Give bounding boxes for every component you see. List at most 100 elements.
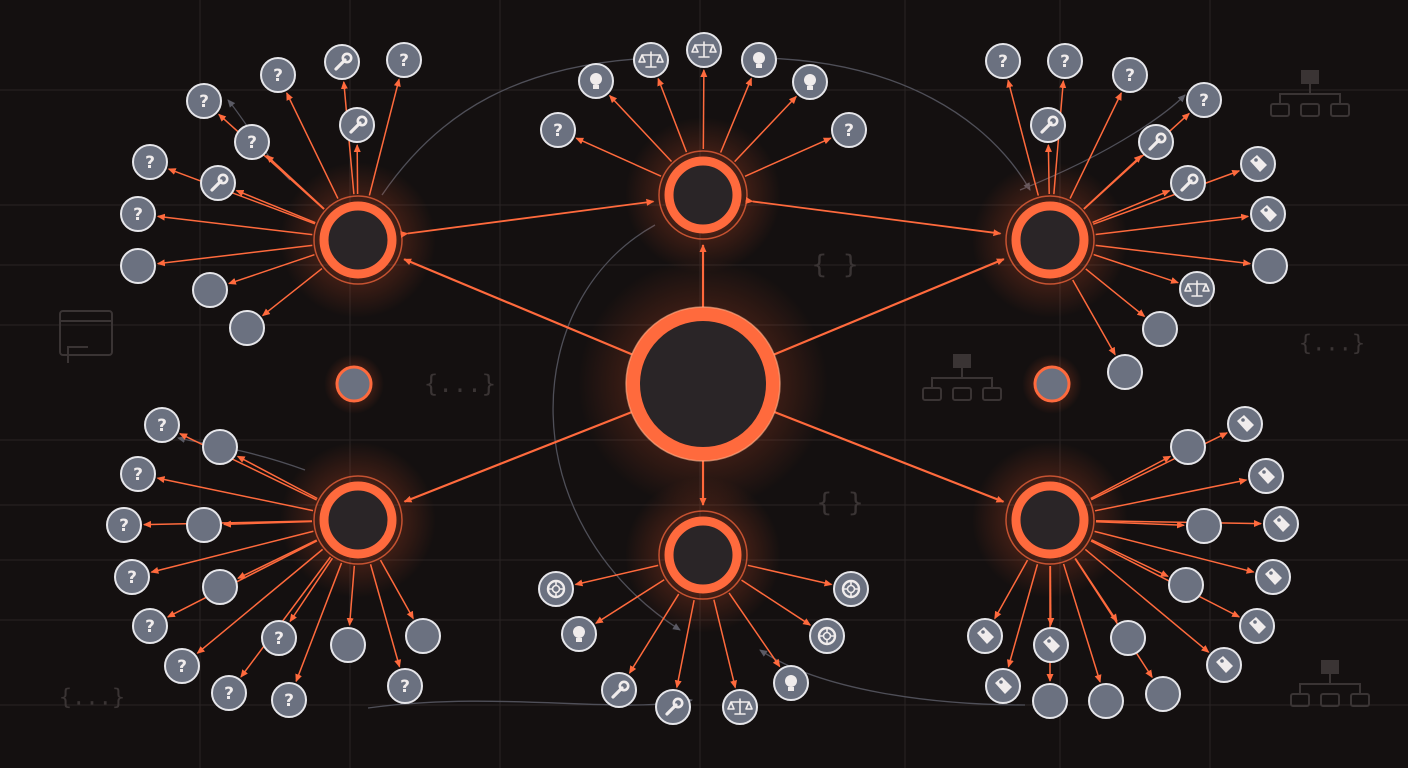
leaf-node-lightbulb-icon[interactable]: [578, 63, 614, 99]
leaf-node-blank-node[interactable]: [1107, 354, 1143, 390]
braces-decoration: {...}: [424, 370, 496, 398]
leaf-node-lightbulb-icon[interactable]: [792, 64, 828, 100]
leaf-node-lightbulb-icon[interactable]: [773, 665, 809, 701]
leaf-node-question-mark-icon[interactable]: ?: [1112, 57, 1148, 93]
leaf-node-question-mark-icon[interactable]: ?: [164, 648, 200, 684]
leaf-node-wrench-icon[interactable]: [601, 672, 637, 708]
isolated-node[interactable]: [335, 365, 373, 403]
leaf-node-blank-node[interactable]: [1186, 508, 1222, 544]
braces-decoration: { }: [812, 250, 859, 280]
leaf-node-lifebuoy-icon[interactable]: [833, 571, 869, 607]
leaf-node-lifebuoy-icon[interactable]: [538, 571, 574, 607]
svg-text:?: ?: [399, 51, 409, 71]
hub-top-right[interactable]: [1005, 195, 1095, 285]
leaf-node-tag-icon[interactable]: [1255, 559, 1291, 595]
hub-bottom-center[interactable]: [658, 510, 748, 600]
leaf-node-blank-node[interactable]: [120, 248, 156, 284]
leaf-node-tag-icon[interactable]: [1227, 406, 1263, 442]
leaf-node-blank-node[interactable]: [1032, 683, 1068, 719]
leaf-node-question-mark-icon[interactable]: ?: [1186, 82, 1222, 118]
svg-text:?: ?: [224, 684, 234, 704]
leaf-node-tag-icon[interactable]: [1240, 146, 1276, 182]
leaf-node-wrench-icon[interactable]: [1138, 124, 1174, 160]
leaf-node-blank-node[interactable]: [1252, 248, 1288, 284]
leaf-node-question-mark-icon[interactable]: ?: [132, 608, 168, 644]
svg-text:?: ?: [1125, 66, 1135, 86]
leaf-node-question-mark-icon[interactable]: ?: [120, 196, 156, 232]
svg-text:?: ?: [273, 66, 283, 86]
leaf-node-blank-node[interactable]: [1110, 620, 1146, 656]
braces-decoration: {...}: [59, 686, 125, 711]
leaf-node-blank-node[interactable]: [1170, 429, 1206, 465]
leaf-node-question-mark-icon[interactable]: ?: [261, 620, 297, 656]
leaf-node-blank-node[interactable]: [192, 272, 228, 308]
leaf-node-blank-node[interactable]: [202, 569, 238, 605]
leaf-node-tag-icon[interactable]: [1263, 506, 1299, 542]
hub-top-center[interactable]: [658, 150, 748, 240]
svg-text:?: ?: [157, 416, 167, 436]
hub-bottom-left[interactable]: [313, 475, 403, 565]
hub-bottom-right[interactable]: [1005, 475, 1095, 565]
leaf-node-tag-icon[interactable]: [1033, 627, 1069, 663]
leaf-node-blank-node[interactable]: [202, 429, 238, 465]
leaf-node-lightbulb-icon[interactable]: [741, 42, 777, 78]
isolated-node[interactable]: [1033, 365, 1071, 403]
leaf-node-question-mark-icon[interactable]: ?: [540, 112, 576, 148]
braces-decoration: {...}: [1299, 332, 1365, 357]
leaf-node-blank-node[interactable]: [1145, 676, 1181, 712]
svg-text:?: ?: [274, 629, 284, 649]
leaf-node-wrench-icon[interactable]: [339, 107, 375, 143]
leaf-node-blank-node[interactable]: [229, 310, 265, 346]
leaf-node-tag-icon[interactable]: [967, 618, 1003, 654]
leaf-node-tag-icon[interactable]: [1248, 458, 1284, 494]
leaf-node-tag-icon[interactable]: [1206, 647, 1242, 683]
leaf-node-wrench-icon[interactable]: [1170, 165, 1206, 201]
leaf-node-question-mark-icon[interactable]: ?: [114, 559, 150, 595]
leaf-node-tag-icon[interactable]: [985, 668, 1021, 704]
org-chart-icon: [1290, 660, 1370, 707]
org-chart-icon: [922, 354, 1002, 401]
leaf-node-blank-node[interactable]: [330, 627, 366, 663]
leaf-node-lightbulb-icon[interactable]: [561, 616, 597, 652]
leaf-node-question-mark-icon[interactable]: ?: [234, 124, 270, 160]
leaf-node-blank-node[interactable]: [1168, 567, 1204, 603]
leaf-node-question-mark-icon[interactable]: ?: [386, 42, 422, 78]
leaf-node-question-mark-icon[interactable]: ?: [132, 144, 168, 180]
svg-text:?: ?: [553, 121, 563, 141]
leaf-node-wrench-icon[interactable]: [200, 165, 236, 201]
hub-top-left[interactable]: [313, 195, 403, 285]
leaf-node-blank-node[interactable]: [186, 507, 222, 543]
leaf-node-scales-icon[interactable]: [1179, 271, 1215, 307]
svg-text:?: ?: [119, 516, 129, 536]
leaf-node-question-mark-icon[interactable]: ?: [271, 682, 307, 718]
svg-text:?: ?: [998, 52, 1008, 72]
leaf-node-question-mark-icon[interactable]: ?: [120, 456, 156, 492]
leaf-node-question-mark-icon[interactable]: ?: [1047, 43, 1083, 79]
leaf-node-question-mark-icon[interactable]: ?: [186, 83, 222, 119]
leaf-node-blank-node[interactable]: [405, 618, 441, 654]
svg-text:?: ?: [199, 92, 209, 112]
leaf-node-scales-icon[interactable]: [633, 42, 669, 78]
leaf-node-scales-icon[interactable]: [686, 32, 722, 68]
leaf-node-wrench-icon[interactable]: [1030, 107, 1066, 143]
svg-text:?: ?: [145, 617, 155, 637]
leaf-node-tag-icon[interactable]: [1250, 196, 1286, 232]
leaf-node-question-mark-icon[interactable]: ?: [260, 57, 296, 93]
svg-text:?: ?: [400, 677, 410, 697]
leaf-node-tag-icon[interactable]: [1239, 608, 1275, 644]
svg-text:?: ?: [844, 121, 854, 141]
leaf-node-lifebuoy-icon[interactable]: [809, 618, 845, 654]
leaf-node-question-mark-icon[interactable]: ?: [106, 507, 142, 543]
leaf-node-question-mark-icon[interactable]: ?: [985, 43, 1021, 79]
hub-nodes: [313, 150, 1095, 600]
leaf-node-wrench-icon[interactable]: [655, 689, 691, 725]
leaf-node-question-mark-icon[interactable]: ?: [387, 668, 423, 704]
leaf-node-blank-node[interactable]: [1142, 311, 1178, 347]
leaf-node-blank-node[interactable]: [1088, 683, 1124, 719]
leaf-node-question-mark-icon[interactable]: ?: [831, 112, 867, 148]
leaf-node-question-mark-icon[interactable]: ?: [144, 407, 180, 443]
leaf-node-wrench-icon[interactable]: [324, 44, 360, 80]
leaf-node-scales-icon[interactable]: [722, 689, 758, 725]
center-hub[interactable]: [625, 306, 781, 462]
leaf-node-question-mark-icon[interactable]: ?: [211, 675, 247, 711]
